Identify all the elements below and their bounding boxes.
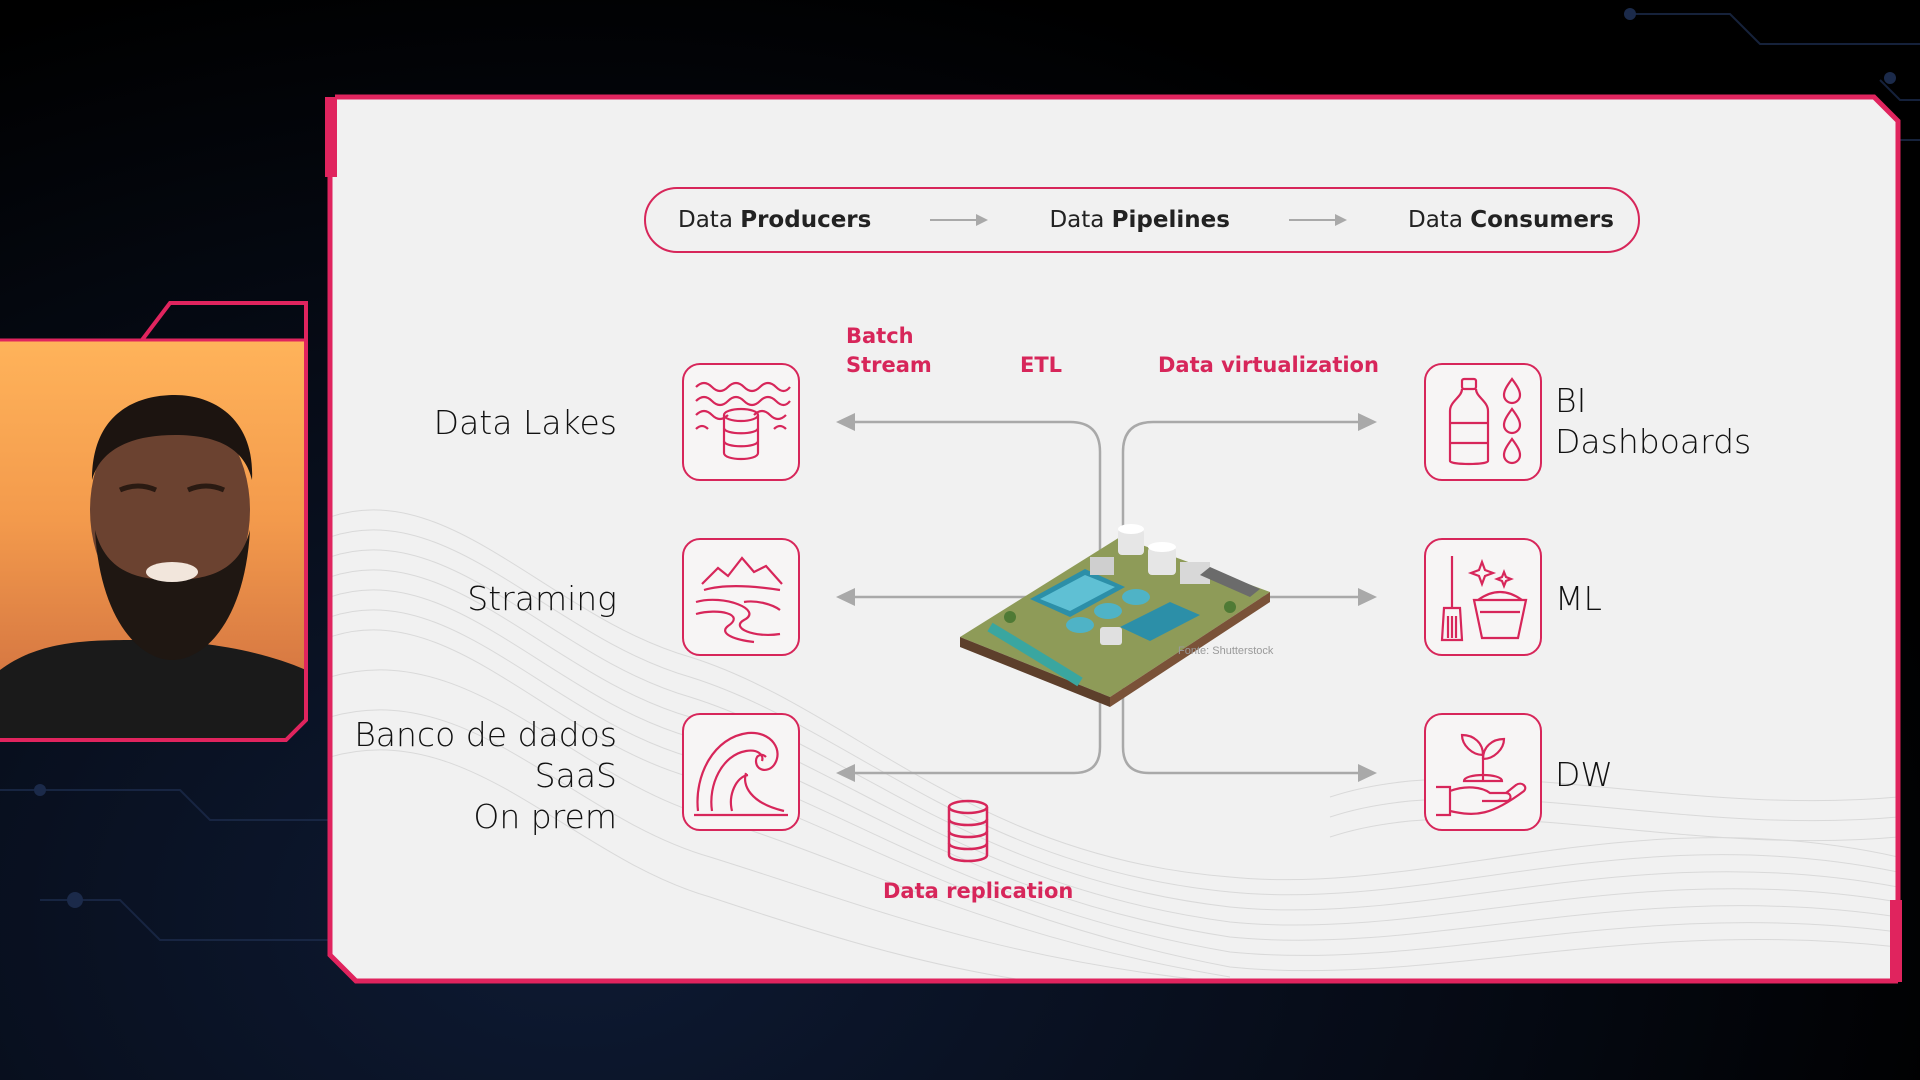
hand-sprout-icon xyxy=(1436,733,1527,817)
producer-label-streaming: Straming xyxy=(467,579,617,618)
producer-data-lakes-tile xyxy=(682,363,800,481)
producer-line-onprem: On prem xyxy=(473,797,617,836)
presentation-slide: Data Producers Data Pipelines Data Consu… xyxy=(330,97,1898,981)
producer-line-saas: SaaS xyxy=(534,756,617,795)
consumer-label-dw: DW xyxy=(1555,755,1614,794)
bottle-drops-icon xyxy=(1448,377,1522,466)
river-mountain-icon xyxy=(695,556,783,644)
consumer-dw-tile xyxy=(1424,713,1542,831)
broom-bucket-icon xyxy=(1440,556,1528,642)
producer-line-banco: Banco de dados xyxy=(354,715,617,754)
webcam-feed xyxy=(0,340,306,740)
image-credit: Fonte: Shutterstock xyxy=(1178,645,1274,657)
consumer-ml-tile xyxy=(1424,538,1542,656)
producer-streaming-tile xyxy=(682,538,800,656)
consumer-line-bi: BI xyxy=(1555,381,1587,420)
producer-label-databases: Banco de dados SaaS On prem xyxy=(330,714,617,837)
data-replication-label: Data replication xyxy=(883,879,1074,903)
wave-icon xyxy=(694,731,788,817)
water-treatment-plant-illustration xyxy=(960,524,1270,707)
batch-label: Batch xyxy=(846,324,914,348)
consumer-label-ml: ML xyxy=(1555,579,1602,618)
producer-label-data-lakes: Data Lakes xyxy=(433,403,617,442)
etl-label: ETL xyxy=(1020,353,1063,377)
lake-database-icon xyxy=(695,381,791,461)
batch-stream-label: Batch Stream xyxy=(846,322,932,380)
consumer-bi-dashboards-tile xyxy=(1424,363,1542,481)
stream-label: Stream xyxy=(846,353,932,377)
consumer-label-bi-dashboards: BI Dashboards xyxy=(1555,380,1751,462)
presenter-silhouette xyxy=(0,395,306,740)
producer-databases-tile xyxy=(682,713,800,831)
database-icon xyxy=(947,799,989,863)
consumer-line-dashboards: Dashboards xyxy=(1555,422,1752,461)
data-virtualization-label: Data virtualization xyxy=(1158,353,1379,377)
